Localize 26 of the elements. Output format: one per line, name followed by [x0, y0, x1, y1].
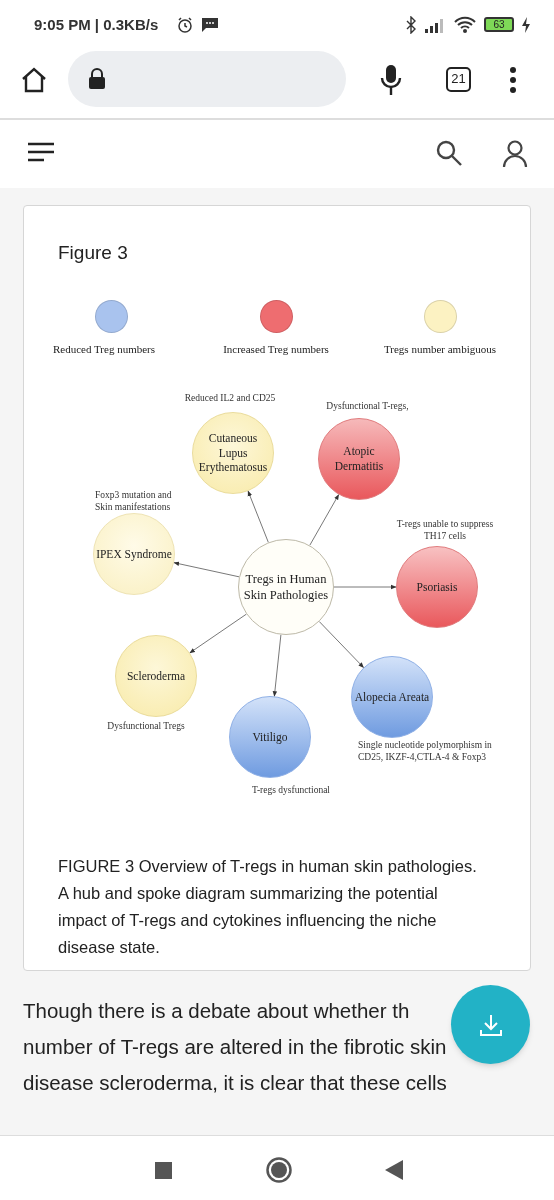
node-label: Psoriasis — [416, 579, 458, 595]
article-text: Though there is a debate about whether th — [23, 998, 410, 1024]
tab-count: 21 — [446, 67, 471, 92]
disease-note: Dysfunctional T-regs, — [325, 401, 410, 413]
status-time: 9:05 PM | 0.3KB/s — [34, 15, 159, 35]
figure-caption: FIGURE 3 Overview of T-regs in human skin pathologies. A hub and spoke diagram summarizing the potential impact of T-regs and cytokines influencing the niche disease state. — [58, 856, 478, 958]
node-label: Atopic Dermatitis — [333, 444, 385, 474]
node-label: IPEX Syndrome — [96, 546, 172, 562]
disease-note: Dysfunctional Tregs — [106, 721, 186, 733]
battery-indicator: 63 — [484, 17, 514, 32]
node-label: Scleroderma — [126, 668, 186, 684]
node-label: Tregs in Human Skin Pathologies — [242, 570, 330, 604]
node-label: Cutaneous Lupus Erythematosus — [197, 430, 269, 476]
node-label: Alopecia Areata — [354, 689, 430, 705]
legend-label: Tregs number ambiguous — [382, 342, 497, 357]
node-label: Vitiligo — [252, 729, 288, 745]
disease-note: Foxp3 mutation and Skin manifestations — [95, 490, 173, 514]
figure-title: Figure 3 — [58, 241, 128, 265]
legend-label: Reduced Treg numbers — [51, 342, 156, 357]
disease-note: T-regs unable to suppress TH17 cells — [395, 519, 495, 543]
disease-note: Single nucleotide polymorphism in CD25, IKZF-4,CTLA-4 & Foxp3 — [358, 740, 493, 764]
disease-note: Reduced IL2 and CD25 — [183, 393, 277, 405]
article-text: disease scleroderma, it is clear that these cells — [23, 1070, 447, 1096]
legend-label: Increased Treg numbers — [222, 342, 330, 357]
article-text: number of T-regs are altered in the fibrotic skin — [23, 1034, 447, 1060]
disease-note: T-regs dysfunctional — [251, 785, 331, 797]
